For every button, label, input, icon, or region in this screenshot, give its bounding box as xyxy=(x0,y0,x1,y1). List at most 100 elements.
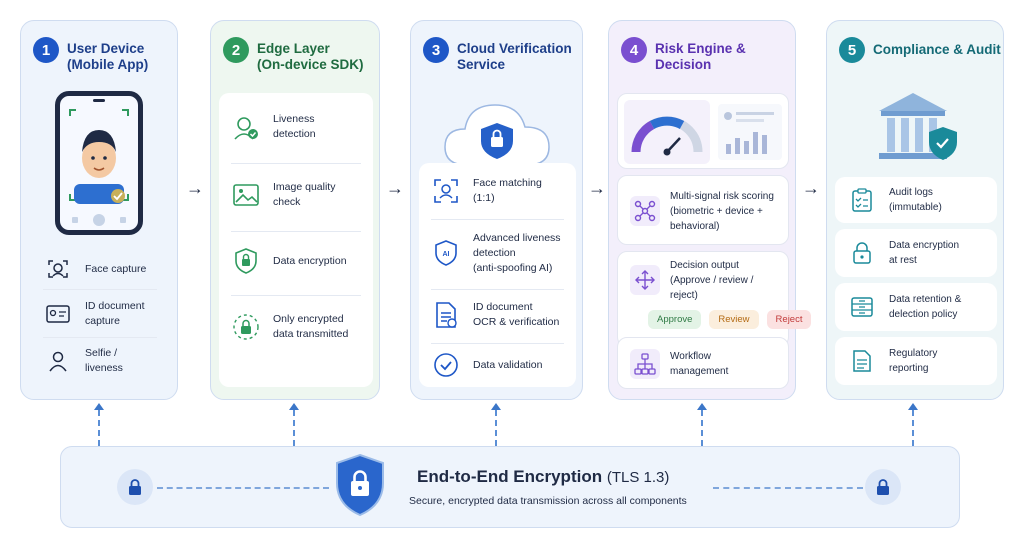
divider xyxy=(431,343,564,344)
list-item: Data retention &delection policy xyxy=(835,288,997,326)
column-title: Edge Layer xyxy=(257,41,330,56)
divider xyxy=(431,219,564,220)
column-subtitle: (Mobile App) xyxy=(67,57,149,72)
selfie-face-icon xyxy=(69,99,129,226)
list-item: Selfie / liveness xyxy=(31,347,169,375)
dashed-connector xyxy=(495,410,497,446)
gauge-icon xyxy=(624,100,782,164)
cloud-lock-icon xyxy=(441,93,553,178)
column-subtitle: (On-device SDK) xyxy=(257,57,364,72)
dashed-connector xyxy=(701,410,703,446)
person-icon xyxy=(43,346,73,376)
image-icon xyxy=(231,180,261,210)
column-header: 5 Compliance & Audit xyxy=(839,37,1001,63)
risk-dashboard-illustration xyxy=(617,93,789,169)
column-title: Cloud Verification xyxy=(457,41,572,56)
divider xyxy=(43,289,157,290)
decision-arrows-icon xyxy=(630,265,660,295)
column-header: 2 Edge Layer (On-device SDK) xyxy=(223,37,364,73)
column-subtitle: Service xyxy=(457,57,506,72)
report-document-icon xyxy=(847,346,877,376)
column-subtitle: Decision xyxy=(655,57,712,72)
review-badge: Review xyxy=(709,310,759,329)
up-arrow-4 xyxy=(697,403,707,410)
compliance-audit-column: 5 Compliance & Audit Audit logs(immutabl… xyxy=(826,20,1004,400)
encryption-banner: End-to-End Encryption (TLS 1.3) Secure, … xyxy=(60,446,960,528)
banner-title-suffix: (TLS 1.3) xyxy=(606,469,670,486)
step-number: 1 xyxy=(33,37,59,63)
item-label: Data validation xyxy=(473,358,543,371)
list-item: Decision output(Approve / review / rejec… xyxy=(618,260,788,301)
list-item: Data validation xyxy=(419,349,576,381)
workflow-icon xyxy=(630,349,660,379)
up-arrow-1 xyxy=(94,403,104,410)
phone-mockup xyxy=(55,91,143,235)
flow-arrow: → xyxy=(186,178,204,198)
step-number: 4 xyxy=(621,37,647,63)
dashed-line xyxy=(157,487,329,489)
archive-box-icon xyxy=(847,292,877,322)
ai-shield-icon: AI xyxy=(431,238,461,268)
divider xyxy=(43,337,157,338)
dashed-connector xyxy=(293,410,295,446)
dashed-line xyxy=(713,487,863,489)
item-label: Data encryption xyxy=(273,254,347,267)
cloud-verification-column: 3 Cloud Verification Service Face matchi… xyxy=(410,20,583,400)
list-item: Data encryption xyxy=(219,241,373,281)
face-scan-icon xyxy=(43,254,73,284)
column-title: User Device xyxy=(67,41,145,56)
bank-shield-icon xyxy=(873,85,965,174)
step-number: 5 xyxy=(839,37,865,63)
check-circle-icon xyxy=(431,350,461,380)
lock-icon xyxy=(231,312,261,342)
item-label: Selfie / liveness xyxy=(85,347,123,374)
up-arrow-5 xyxy=(908,403,918,410)
document-icon xyxy=(431,300,461,330)
column-title: Risk Engine & xyxy=(655,41,746,56)
column-header: 3 Cloud Verification Service xyxy=(423,37,572,73)
id-card-icon xyxy=(43,299,73,329)
decision-pills: Approve Review Reject xyxy=(648,310,812,329)
list-item: Audit logs(immutable) xyxy=(835,181,997,219)
divider xyxy=(231,295,361,296)
lock-icon xyxy=(865,469,901,505)
column-header: 4 Risk Engine & Decision xyxy=(621,37,746,73)
flow-arrow: → xyxy=(386,178,404,198)
approve-badge: Approve xyxy=(648,310,702,329)
lock-icon xyxy=(847,238,877,268)
network-nodes-icon xyxy=(630,196,660,226)
banner-title: End-to-End Encryption xyxy=(417,467,603,486)
liveness-face-icon xyxy=(231,112,261,142)
shield-lock-icon xyxy=(231,246,261,276)
svg-text:AI: AI xyxy=(443,251,450,258)
clipboard-checklist-icon xyxy=(847,185,877,215)
dashed-connector xyxy=(912,410,914,446)
item-label: Face capture xyxy=(85,262,147,275)
banner-subtitle: Secure, encrypted data transmission acro… xyxy=(409,495,687,507)
divider xyxy=(231,163,361,164)
up-arrow-3 xyxy=(491,403,501,410)
lock-icon xyxy=(117,469,153,505)
divider xyxy=(231,231,361,232)
flow-arrow: → xyxy=(588,178,606,198)
reject-badge: Reject xyxy=(766,310,812,329)
dashed-connector xyxy=(98,410,100,446)
up-arrow-2 xyxy=(289,403,299,410)
list-item: Face matching(1:1) xyxy=(419,171,576,211)
column-header: 1 User Device (Mobile App) xyxy=(33,37,148,73)
flow-arrow: → xyxy=(802,178,820,198)
face-match-icon xyxy=(431,176,461,206)
list-item: Multi-signal risk scoring(biometric + de… xyxy=(618,182,788,240)
column-title: Compliance & Audit xyxy=(873,42,1001,57)
step-number: 2 xyxy=(223,37,249,63)
